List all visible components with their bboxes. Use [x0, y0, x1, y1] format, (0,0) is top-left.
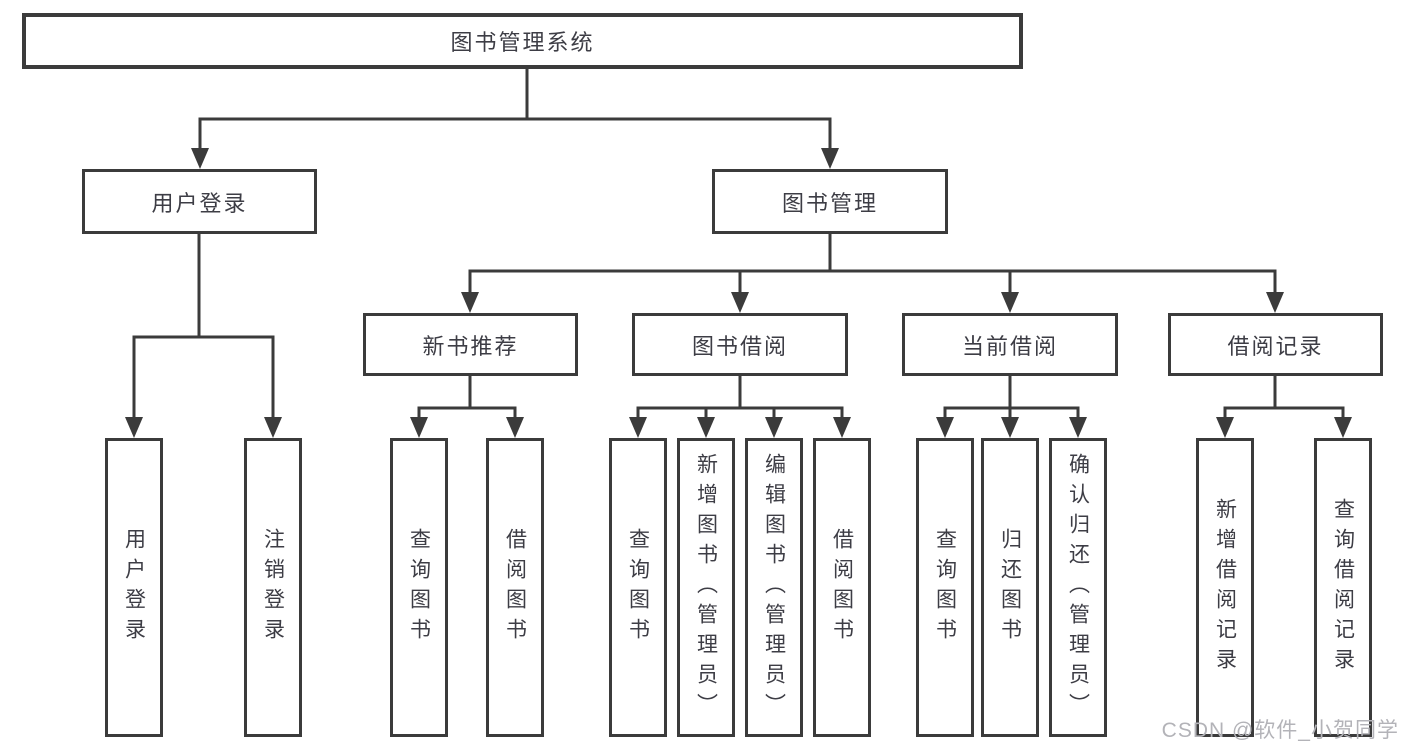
leaf-borrow-books: 借阅图书 — [813, 438, 871, 737]
leaf-user-login: 用户登录 — [105, 438, 163, 737]
leaf-return-books: 归还图书 — [981, 438, 1039, 737]
node-current-borrow: 当前借阅 — [902, 313, 1118, 376]
csdn-watermark: CSDN @软件_小贺同学 — [1161, 719, 1399, 742]
leaf-query-borrow-record: 查询借阅记录 — [1314, 438, 1372, 737]
leaf-edit-books-admin: 编辑图书（管理员） — [745, 438, 803, 737]
node-book-borrow: 图书借阅 — [632, 313, 848, 376]
leaf-add-books-admin: 新增图书（管理员） — [677, 438, 735, 737]
leaf-add-borrow-record: 新增借阅记录 — [1196, 438, 1254, 737]
node-book-management: 图书管理 — [712, 169, 948, 234]
leaf-query-books-borrow: 查询图书 — [609, 438, 667, 737]
leaf-confirm-return-admin: 确认归还（管理员） — [1049, 438, 1107, 737]
leaf-query-books-current: 查询图书 — [916, 438, 974, 737]
node-library-system: 图书管理系统 — [22, 13, 1023, 69]
leaf-borrow-books-recommend: 借阅图书 — [486, 438, 544, 737]
node-borrow-records: 借阅记录 — [1168, 313, 1383, 376]
node-user-login: 用户登录 — [82, 169, 317, 234]
leaf-query-books-recommend: 查询图书 — [390, 438, 448, 737]
leaf-logout: 注销登录 — [244, 438, 302, 737]
arrowheads — [125, 148, 1352, 438]
node-new-book-recommend: 新书推荐 — [363, 313, 578, 376]
